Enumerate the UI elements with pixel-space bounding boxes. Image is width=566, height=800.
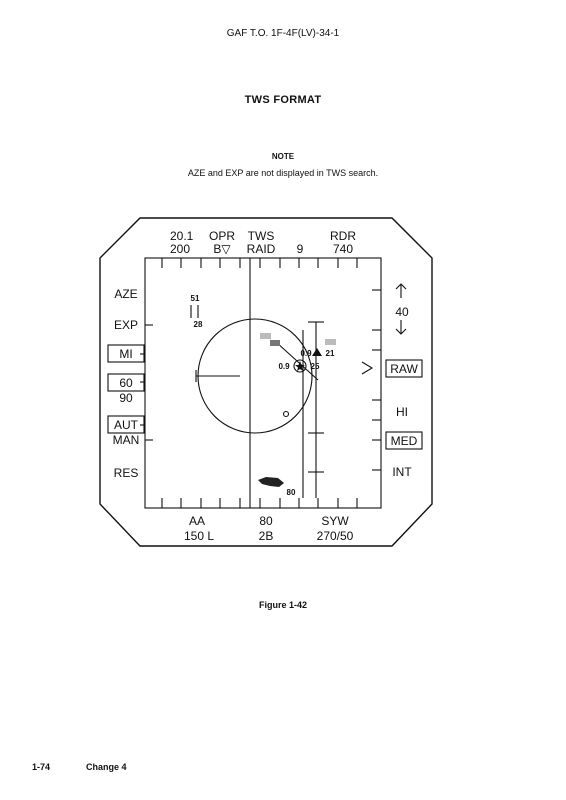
range-label: 20.1 [170, 229, 194, 243]
chevron-right-icon [361, 361, 374, 375]
aze-label: AZE [114, 287, 137, 301]
mid-label: 80 [259, 514, 273, 528]
note-label: NOTE [271, 152, 295, 161]
ninety-label: 90 [119, 391, 133, 405]
syw-label: SYW [321, 514, 349, 528]
opr-label: OPR [209, 229, 235, 243]
mid-value: 2B [259, 529, 274, 543]
range-scale-label: 40 [395, 305, 409, 319]
mode-value: RAID [247, 242, 276, 256]
scale-up-arrow-icon [395, 283, 407, 298]
own-ship-alt: 80 [287, 488, 296, 497]
scale-down-arrow-icon [395, 320, 407, 335]
page-number: 1-74 [32, 762, 51, 772]
int-label: INT [392, 465, 412, 479]
sixty-box [107, 373, 145, 392]
aut-box [107, 415, 145, 434]
target-blob-3 [325, 339, 336, 345]
hi-label: HI [396, 405, 408, 419]
rdr-value: 740 [333, 242, 353, 256]
track2-alt: 25 [311, 362, 320, 371]
sixty-label: 60 [119, 376, 133, 390]
exp-label: EXP [114, 318, 138, 332]
raw-box [385, 359, 423, 378]
side-ticks [140, 289, 381, 471]
aut-label: AUT [114, 418, 139, 432]
top-ticks [161, 258, 358, 268]
target-blob-1 [260, 333, 271, 339]
steering-dot [282, 410, 290, 418]
track1-speed: 0.9 [300, 349, 312, 358]
man-label: MAN [113, 433, 140, 447]
track-star-icon [293, 359, 307, 373]
document-header: GAF T.O. 1F-4F(LV)-34-1 [226, 28, 340, 39]
res-label: RES [114, 466, 139, 480]
own-ship-icon [258, 477, 284, 487]
target-blob-2 [270, 340, 280, 346]
track-triangle-icon [312, 348, 322, 356]
track2-speed: 0.9 [278, 362, 290, 371]
note-text: AZE and EXP are not displayed in TWS sea… [187, 168, 379, 178]
med-box [385, 431, 423, 450]
mi-label: MI [119, 347, 132, 361]
section-title: TWS FORMAT [244, 94, 322, 106]
track1-alt: 21 [326, 349, 335, 358]
bottom-ticks [161, 498, 358, 508]
change-number: Change 4 [86, 762, 127, 772]
aa-label: AA [189, 514, 205, 528]
raw-label: RAW [390, 362, 418, 376]
center-value: 9 [297, 242, 304, 256]
range-value: 200 [170, 242, 190, 256]
scope-frame [144, 257, 382, 509]
med-label: MED [391, 434, 418, 448]
figure-caption: Figure 1-42 [258, 600, 307, 610]
display-bezel [99, 217, 433, 547]
mi-box [107, 344, 145, 363]
syw-value: 270/50 [317, 529, 354, 543]
aa-value: 150 L [184, 529, 214, 543]
mode-label: TWS [248, 229, 275, 243]
alt-top: 51 [191, 294, 200, 303]
rdr-label: RDR [330, 229, 356, 243]
alt-bottom: 28 [194, 320, 203, 329]
opr-value: B▽ [213, 242, 231, 256]
